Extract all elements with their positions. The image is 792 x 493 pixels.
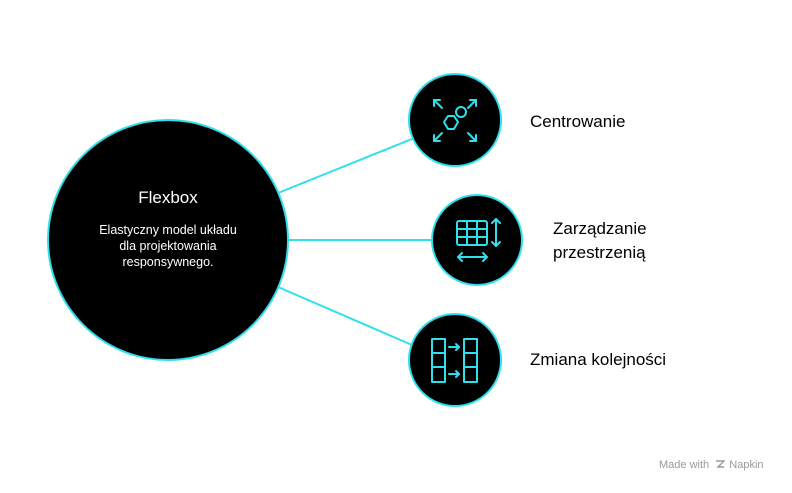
reorder-columns-icon bbox=[431, 338, 478, 383]
center-arrows-icon bbox=[433, 99, 477, 142]
node-zarzadzanie bbox=[431, 194, 523, 286]
watermark-prefix: Made with bbox=[659, 459, 710, 471]
grid-resize-icon bbox=[456, 218, 501, 262]
node-label-zmiana: Zmiana kolejności bbox=[530, 350, 667, 369]
watermark-brand: Napkin bbox=[729, 459, 764, 471]
central-description: Elastyczny model układu dla projektowani… bbox=[99, 223, 237, 269]
node-centrowanie bbox=[408, 73, 502, 167]
napkin-watermark[interactable]: Made with Napkin bbox=[659, 459, 764, 471]
node-label-zarzadzanie: Zarządzanie przestrzenią bbox=[553, 219, 647, 262]
connector-centrowanie bbox=[277, 138, 413, 194]
central-node bbox=[47, 119, 289, 361]
napkin-logo-icon bbox=[716, 460, 726, 468]
node-zmiana bbox=[408, 313, 502, 407]
node-label-centrowanie: Centrowanie bbox=[530, 112, 626, 131]
central-title: Flexbox bbox=[138, 188, 198, 207]
connector-zmiana bbox=[277, 286, 413, 346]
